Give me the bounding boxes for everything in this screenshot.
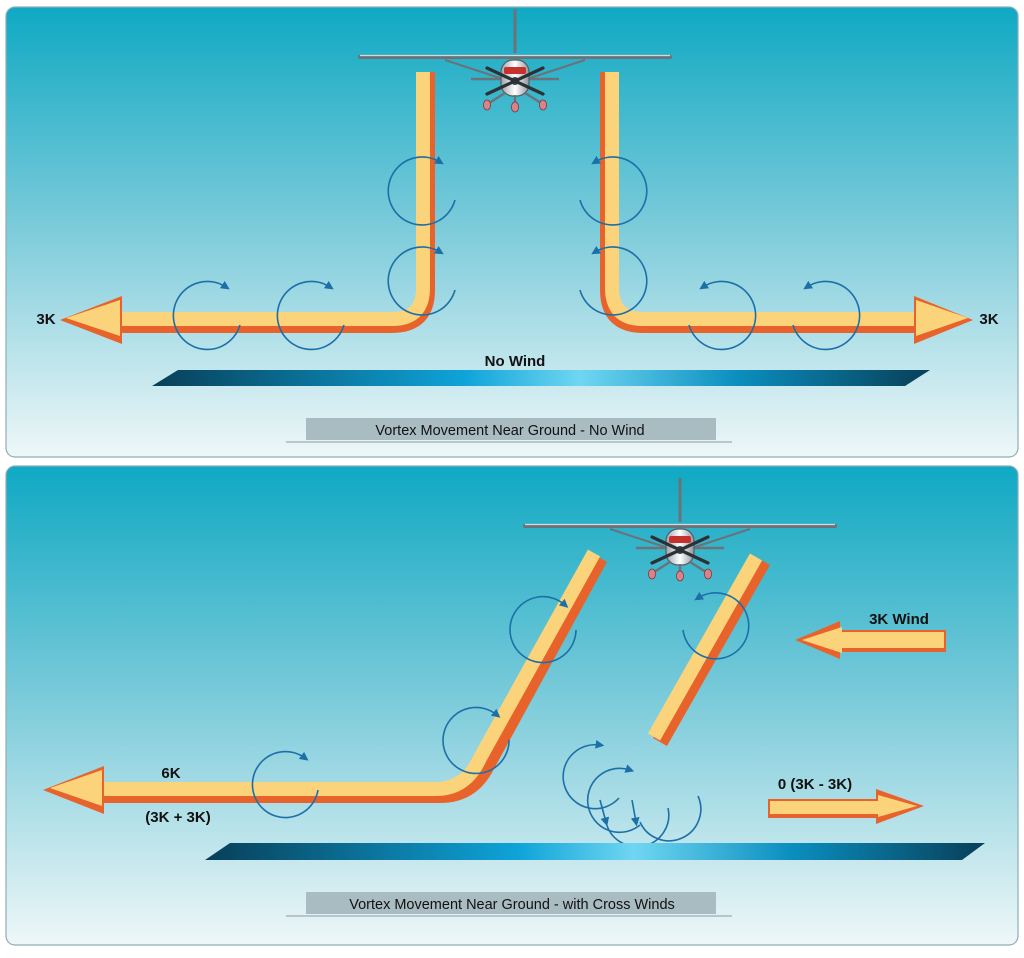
ground-strip: [205, 843, 985, 860]
panel-no-wind: No Wind 3K 3K Vortex Movement Near Groun…: [5, 6, 1019, 458]
vortex-circle: [387, 155, 456, 226]
vortex-circle: [586, 764, 641, 834]
velocity-label-left: 6K: [161, 765, 180, 782]
vortex-trail-left: [43, 549, 608, 814]
vortex-circle: [562, 739, 620, 810]
vortex-circle: [251, 750, 319, 819]
vortex-circle: [792, 280, 861, 351]
panel-background: [5, 6, 1019, 458]
vortex-circle: [639, 795, 702, 842]
vortex-trail-left: [60, 72, 435, 344]
vortex-circle: [509, 595, 577, 664]
crosswind-arrow: [795, 621, 946, 659]
vortex-circles-right: [579, 155, 861, 351]
svg-text:Vortex Movement Near Ground -: Vortex Movement Near Ground - No Wind: [375, 423, 644, 439]
net-velocity-label: 0 (3K - 3K): [778, 776, 852, 793]
vortex-circle: [387, 245, 456, 316]
svg-text:Vortex Movement Near Ground -: Vortex Movement Near Ground - with Cross…: [349, 897, 675, 913]
ground-strip: [152, 370, 930, 386]
vortex-trail-right: [600, 72, 973, 344]
wind-label: No Wind: [485, 353, 546, 370]
caption-cross-wind: Vortex Movement Near Ground - with Cross…: [286, 892, 732, 917]
vortex-circle: [172, 280, 241, 351]
velocity-label-right: 3K: [979, 311, 998, 328]
caption-no-wind: Vortex Movement Near Ground - No Wind: [286, 418, 732, 443]
vortex-circle: [442, 706, 510, 775]
vortex-circle: [579, 245, 648, 316]
vortex-circles-left: [172, 155, 456, 351]
vortex-circle: [276, 280, 345, 351]
vortex-circle: [579, 155, 648, 226]
net-zero-arrow: [768, 789, 924, 824]
velocity-sublabel-left: (3K + 3K): [145, 809, 210, 826]
crosswind-label: 3K Wind: [869, 611, 929, 628]
velocity-label-left: 3K: [36, 311, 55, 328]
vortex-circles-left: [251, 595, 577, 819]
panel-cross-wind: 3K Wind 0 (3K - 3K) 6K (3K + 3K) Vortex …: [5, 465, 1019, 946]
vortex-trail-right: [647, 553, 770, 746]
vortex-circle: [688, 280, 757, 351]
vortex-circle: [682, 591, 750, 660]
